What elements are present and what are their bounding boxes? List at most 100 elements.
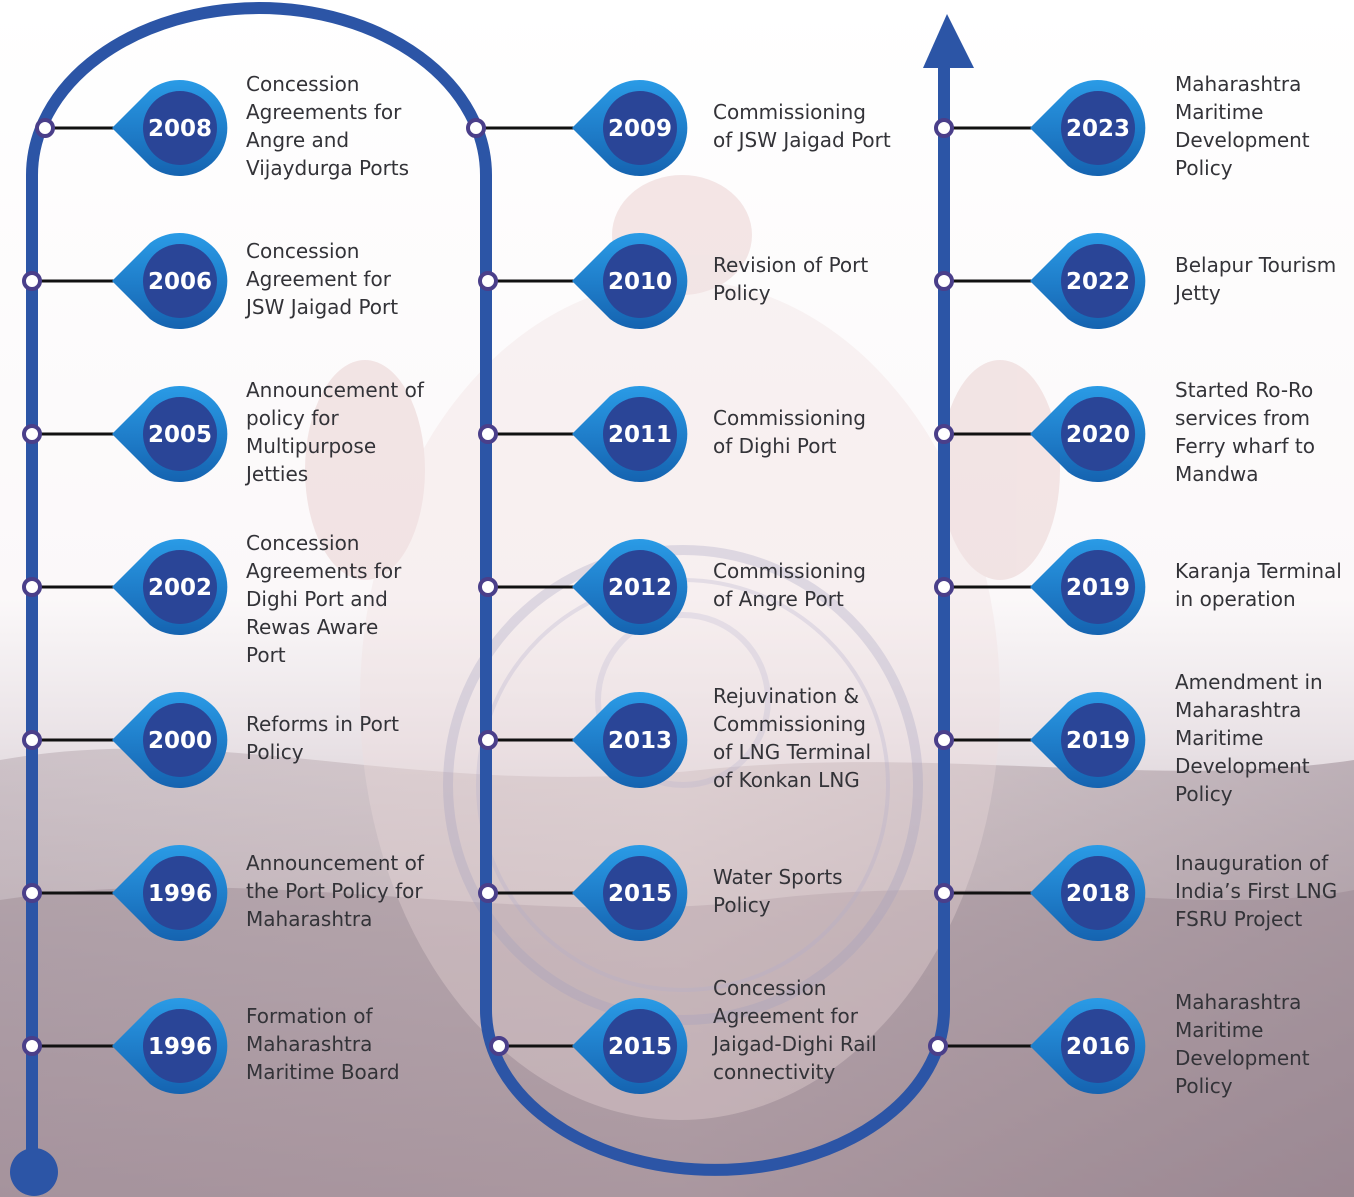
year-label: 2011 bbox=[608, 422, 672, 448]
timeline-node bbox=[22, 1036, 42, 1056]
timeline-node bbox=[478, 883, 498, 903]
badge-inner-circle bbox=[603, 703, 677, 777]
year-label: 2009 bbox=[608, 116, 672, 142]
event-description: Commissioning of JSW Jaigad Port bbox=[713, 100, 891, 152]
badge-inner-circle bbox=[143, 397, 217, 471]
badge-inner-circle bbox=[1061, 856, 1135, 930]
event-description: Started Ro-Ro services from Ferry wharf … bbox=[1175, 378, 1315, 486]
event-description: Formation of Maharashtra Maritime Board bbox=[246, 1004, 400, 1084]
year-badge: 2011 bbox=[572, 386, 688, 482]
year-label: 2020 bbox=[1066, 422, 1130, 448]
badge-inner-circle bbox=[1061, 244, 1135, 318]
year-label: 2015 bbox=[608, 881, 672, 907]
year-badge: 2016 bbox=[1030, 998, 1146, 1094]
badge-inner-circle bbox=[1061, 550, 1135, 624]
timeline-node bbox=[489, 1036, 509, 1056]
timeline-node bbox=[934, 730, 954, 750]
watermark-emblem-icon bbox=[305, 175, 1060, 1120]
land-band bbox=[0, 748, 1354, 1197]
badge-inner-circle bbox=[603, 550, 677, 624]
timeline-node bbox=[934, 118, 954, 138]
year-badge: 2010 bbox=[572, 233, 688, 329]
event-description: Water Sports Policy bbox=[713, 865, 843, 917]
event-description: Announcement of the Port Policy for Maha… bbox=[246, 851, 424, 931]
year-label: 2019 bbox=[1066, 728, 1130, 754]
year-label: 1996 bbox=[148, 1034, 212, 1060]
event-description: Commissioning of Angre Port bbox=[713, 559, 866, 611]
timeline-start-dot bbox=[10, 1148, 58, 1196]
year-label: 2005 bbox=[148, 422, 212, 448]
year-badge: 2015 bbox=[572, 998, 688, 1094]
badge-inner-circle bbox=[1061, 397, 1135, 471]
badge-inner-circle bbox=[143, 91, 217, 165]
timeline-node bbox=[934, 883, 954, 903]
event-description: Concession Agreement for Jaigad-Dighi Ra… bbox=[713, 976, 877, 1084]
badge-inner-circle bbox=[603, 91, 677, 165]
badge-inner-circle bbox=[143, 856, 217, 930]
badge-inner-circle bbox=[1061, 1009, 1135, 1083]
badge-inner-circle bbox=[603, 1009, 677, 1083]
year-badge: 2000 bbox=[112, 692, 228, 789]
year-badge: 2013 bbox=[572, 691, 688, 788]
badge-inner-circle bbox=[1061, 91, 1135, 165]
year-badge: 2012 bbox=[572, 539, 688, 636]
event-description: Concession Agreements for Dighi Port and… bbox=[246, 531, 402, 667]
event-description: Inauguration of India’s First LNG FSRU P… bbox=[1175, 851, 1338, 931]
event-description: Karanja Terminal in operation bbox=[1175, 559, 1342, 611]
timeline-path bbox=[26, 2, 950, 1181]
timeline-node bbox=[22, 424, 42, 444]
event-description: Belapur Tourism Jetty bbox=[1175, 253, 1337, 305]
year-label: 2008 bbox=[148, 116, 212, 142]
year-label: 2012 bbox=[608, 575, 672, 601]
event-description: Maharashtra Maritime Development Policy bbox=[1175, 990, 1310, 1098]
badge-inner-circle bbox=[603, 397, 677, 471]
year-label: 2013 bbox=[608, 728, 672, 754]
timeline-node bbox=[35, 118, 55, 138]
year-badge: 2022 bbox=[1030, 233, 1146, 329]
timeline-node bbox=[934, 577, 954, 597]
year-badge: 2023 bbox=[1030, 80, 1146, 176]
timeline-node bbox=[934, 424, 954, 444]
timeline-node bbox=[22, 883, 42, 903]
year-label: 1996 bbox=[148, 881, 212, 907]
year-badge: 2002 bbox=[112, 539, 228, 635]
event-description: Maharashtra Maritime Development Policy bbox=[1175, 72, 1310, 180]
year-label: 2023 bbox=[1066, 116, 1130, 142]
badge-inner-circle bbox=[1061, 703, 1135, 777]
badge-inner-circle bbox=[143, 703, 217, 777]
year-badge: 1996 bbox=[112, 845, 228, 942]
year-label: 2010 bbox=[608, 269, 672, 295]
year-badge: 2015 bbox=[572, 845, 688, 942]
event-description: Reforms in Port Policy bbox=[246, 712, 399, 764]
badge-inner-circle bbox=[603, 856, 677, 930]
event-description: Rejuvination & Commissioning of LNG Term… bbox=[713, 684, 872, 792]
year-badge: 2020 bbox=[1030, 386, 1146, 482]
year-badge: 2008 bbox=[112, 80, 228, 176]
year-label: 2022 bbox=[1066, 269, 1130, 295]
event-description: Concession Agreement for JSW Jaigad Port bbox=[246, 239, 399, 319]
year-label: 2015 bbox=[608, 1034, 672, 1060]
event-description: Amendment in Maharashtra Maritime Develo… bbox=[1175, 670, 1323, 806]
badge-inner-circle bbox=[143, 244, 217, 318]
year-badge: 2019 bbox=[1030, 691, 1146, 788]
year-badge: 2005 bbox=[112, 386, 228, 482]
year-badge: 2006 bbox=[112, 233, 228, 329]
year-label: 2018 bbox=[1066, 881, 1130, 907]
timeline-node bbox=[22, 730, 42, 750]
year-badge: 1996 bbox=[112, 998, 228, 1094]
year-label: 2000 bbox=[148, 728, 212, 754]
year-label: 2006 bbox=[148, 269, 212, 295]
event-description: Concession Agreements for Angre and Vija… bbox=[246, 72, 410, 180]
badge-inner-circle bbox=[143, 1009, 217, 1083]
badge-inner-circle bbox=[143, 550, 217, 624]
timeline-node bbox=[928, 1036, 948, 1056]
year-label: 2019 bbox=[1066, 575, 1130, 601]
year-badge: 2018 bbox=[1030, 845, 1146, 942]
year-badge: 2009 bbox=[572, 80, 688, 176]
timeline-node bbox=[934, 271, 954, 291]
badge-inner-circle bbox=[603, 244, 677, 318]
timeline-node bbox=[22, 577, 42, 597]
timeline-node bbox=[478, 577, 498, 597]
timeline-node bbox=[478, 730, 498, 750]
